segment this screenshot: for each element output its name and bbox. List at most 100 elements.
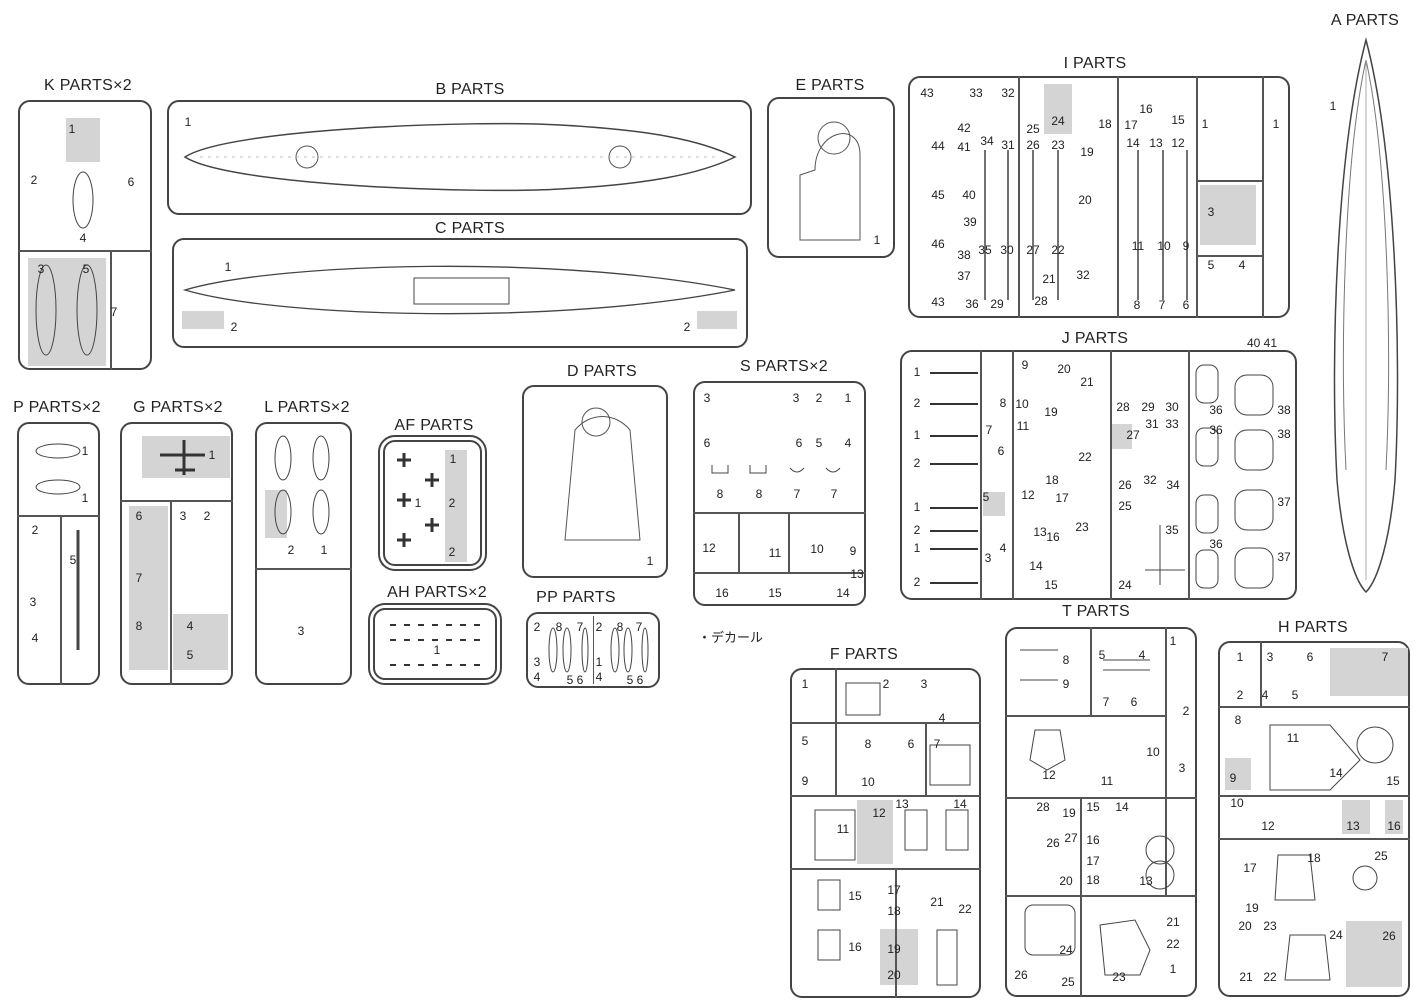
- k-part-number: 4: [79, 231, 87, 245]
- t-part-number: 24: [1059, 943, 1073, 957]
- f-part-number: 7: [933, 737, 941, 751]
- t-part-number: 1: [1169, 634, 1177, 648]
- i-part-number: 29: [990, 297, 1004, 311]
- f-part-number: 13: [895, 797, 909, 811]
- j-part-number: 36: [1209, 537, 1223, 551]
- s-runner-divider: [693, 512, 866, 514]
- g-shaded-part: [142, 436, 230, 478]
- j-part-number: 14: [1029, 559, 1043, 573]
- j-part-number: 6: [997, 444, 1005, 458]
- i-part-number: 35: [978, 243, 992, 257]
- i-shaded-part: [1044, 84, 1072, 134]
- af-part-number: 1: [414, 496, 422, 510]
- f-runner-divider: [895, 868, 897, 998]
- s-part-number: 13: [850, 567, 864, 581]
- h-part-number: 2: [1236, 688, 1244, 702]
- ah-parts-frame: [368, 603, 502, 685]
- j-part-number: 38: [1277, 427, 1291, 441]
- h-runner-divider: [1218, 795, 1410, 797]
- t-part-number: 25: [1061, 975, 1075, 989]
- j-part-number: 19: [1044, 405, 1058, 419]
- j-part-number: 26: [1118, 478, 1132, 492]
- s-part-number: 3: [792, 391, 800, 405]
- i-part-number: 36: [965, 297, 979, 311]
- b-parts-title: B PARTS: [435, 81, 505, 98]
- h-shaded-part: [1225, 758, 1251, 790]
- i-runner-divider: [1196, 255, 1262, 257]
- af-parts-frame: [378, 435, 487, 571]
- j-part-number: 16: [1046, 530, 1060, 544]
- j-part-number: 1: [913, 365, 921, 379]
- i-part-number: 1: [1272, 117, 1280, 131]
- t-part-number: 22: [1166, 937, 1180, 951]
- t-part-number: 27: [1064, 831, 1078, 845]
- h-shaded-part: [1330, 648, 1408, 696]
- j-shaded-part: [983, 492, 1005, 516]
- i-part-number: 37: [957, 269, 971, 283]
- e-part-number: 1: [873, 233, 881, 247]
- h-part-number: 4: [1261, 688, 1269, 702]
- l-shaded-part: [265, 490, 287, 538]
- s-part-number: 6: [795, 436, 803, 450]
- k-part-number: 7: [110, 305, 118, 319]
- pp-part-number: 7: [576, 620, 584, 634]
- i-part-number: 15: [1171, 113, 1185, 127]
- t-part-number: 2: [1182, 704, 1190, 718]
- h-runner-divider: [1218, 838, 1410, 840]
- l-parts-title: L PARTS×2: [264, 399, 350, 416]
- j-part-number: 28: [1116, 400, 1130, 414]
- j-part-number: 27: [1126, 428, 1140, 442]
- l-part-number: 1: [320, 543, 328, 557]
- t-part-number: 12: [1042, 768, 1056, 782]
- t-part-number: 9: [1062, 677, 1070, 691]
- i-part-number: 8: [1133, 298, 1141, 312]
- j-part-number: 8: [999, 396, 1007, 410]
- i-part-number: 12: [1171, 136, 1185, 150]
- k-part-number: 6: [127, 175, 135, 189]
- i-part-number: 22: [1051, 243, 1065, 257]
- t-runner-divider: [1090, 627, 1092, 715]
- i-part-number: 41: [957, 140, 971, 154]
- i-part-number: 14: [1126, 136, 1140, 150]
- j-parts-title: J PARTS: [1061, 330, 1129, 347]
- i-part-number: 17: [1124, 118, 1138, 132]
- l-runner-divider: [255, 568, 352, 570]
- j-part-number: 34: [1166, 478, 1180, 492]
- t-part-number: 18: [1086, 873, 1100, 887]
- k-parts-title: K PARTS×2: [44, 77, 132, 94]
- j-part-number: 22: [1078, 450, 1092, 464]
- i-part-number: 43: [931, 295, 945, 309]
- i-part-number: 6: [1182, 298, 1190, 312]
- h-part-number: 18: [1307, 851, 1321, 865]
- i-part-number: 7: [1158, 298, 1166, 312]
- i-part-number: 11: [1131, 239, 1145, 253]
- j-runner-divider: [980, 350, 982, 600]
- j-part-number: 3: [984, 551, 992, 565]
- f-runner-divider: [790, 795, 981, 797]
- a-part-number: 1: [1329, 99, 1337, 113]
- f-part-number: 11: [836, 822, 850, 836]
- i-runner-divider: [1262, 76, 1264, 318]
- t-part-number: 14: [1115, 800, 1129, 814]
- s-part-number: 11: [768, 546, 782, 560]
- f-runner-divider: [790, 722, 981, 724]
- g-parts-title: G PARTS×2: [133, 399, 223, 416]
- f-part-number: 1: [801, 677, 809, 691]
- i-shaded-part: [1200, 185, 1256, 245]
- pp-part-number: 6: [636, 673, 644, 687]
- s-part-number: 1: [844, 391, 852, 405]
- j-part-number: 2: [913, 523, 921, 537]
- i-part-number: 26: [1026, 138, 1040, 152]
- i-part-number: 43: [920, 86, 934, 100]
- g-part-number: 3: [179, 509, 187, 523]
- af-part-number: 2: [448, 496, 456, 510]
- c-shaded-part: [182, 311, 224, 329]
- t-part-number: 10: [1146, 745, 1160, 759]
- t-runner-divider: [1005, 895, 1197, 897]
- t-runner-divider: [1165, 627, 1167, 897]
- pp-part-number: 5: [566, 673, 574, 687]
- g-runner-divider: [170, 500, 172, 685]
- h-part-number: 6: [1306, 650, 1314, 664]
- i-part-number: 28: [1034, 294, 1048, 308]
- i-part-number: 25: [1026, 122, 1040, 136]
